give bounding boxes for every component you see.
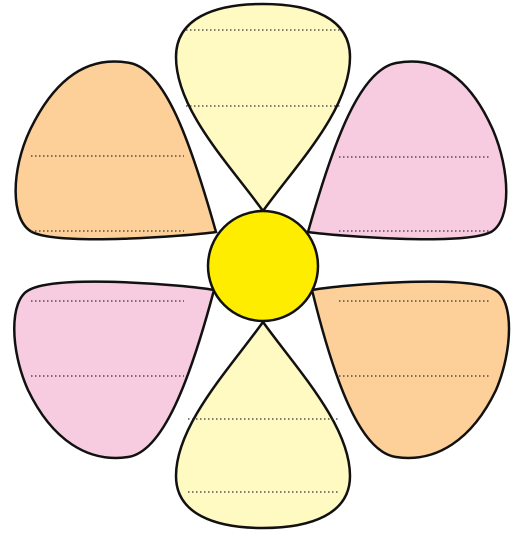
petal-bottom [176, 322, 350, 528]
petal-lower-left [14, 282, 214, 458]
petal-lower-right-shape [312, 282, 509, 458]
petal-bottom-shape [176, 322, 350, 528]
flower-center [208, 211, 318, 321]
petal-lower-right [312, 282, 509, 458]
petal-lower-left-shape [14, 282, 214, 458]
